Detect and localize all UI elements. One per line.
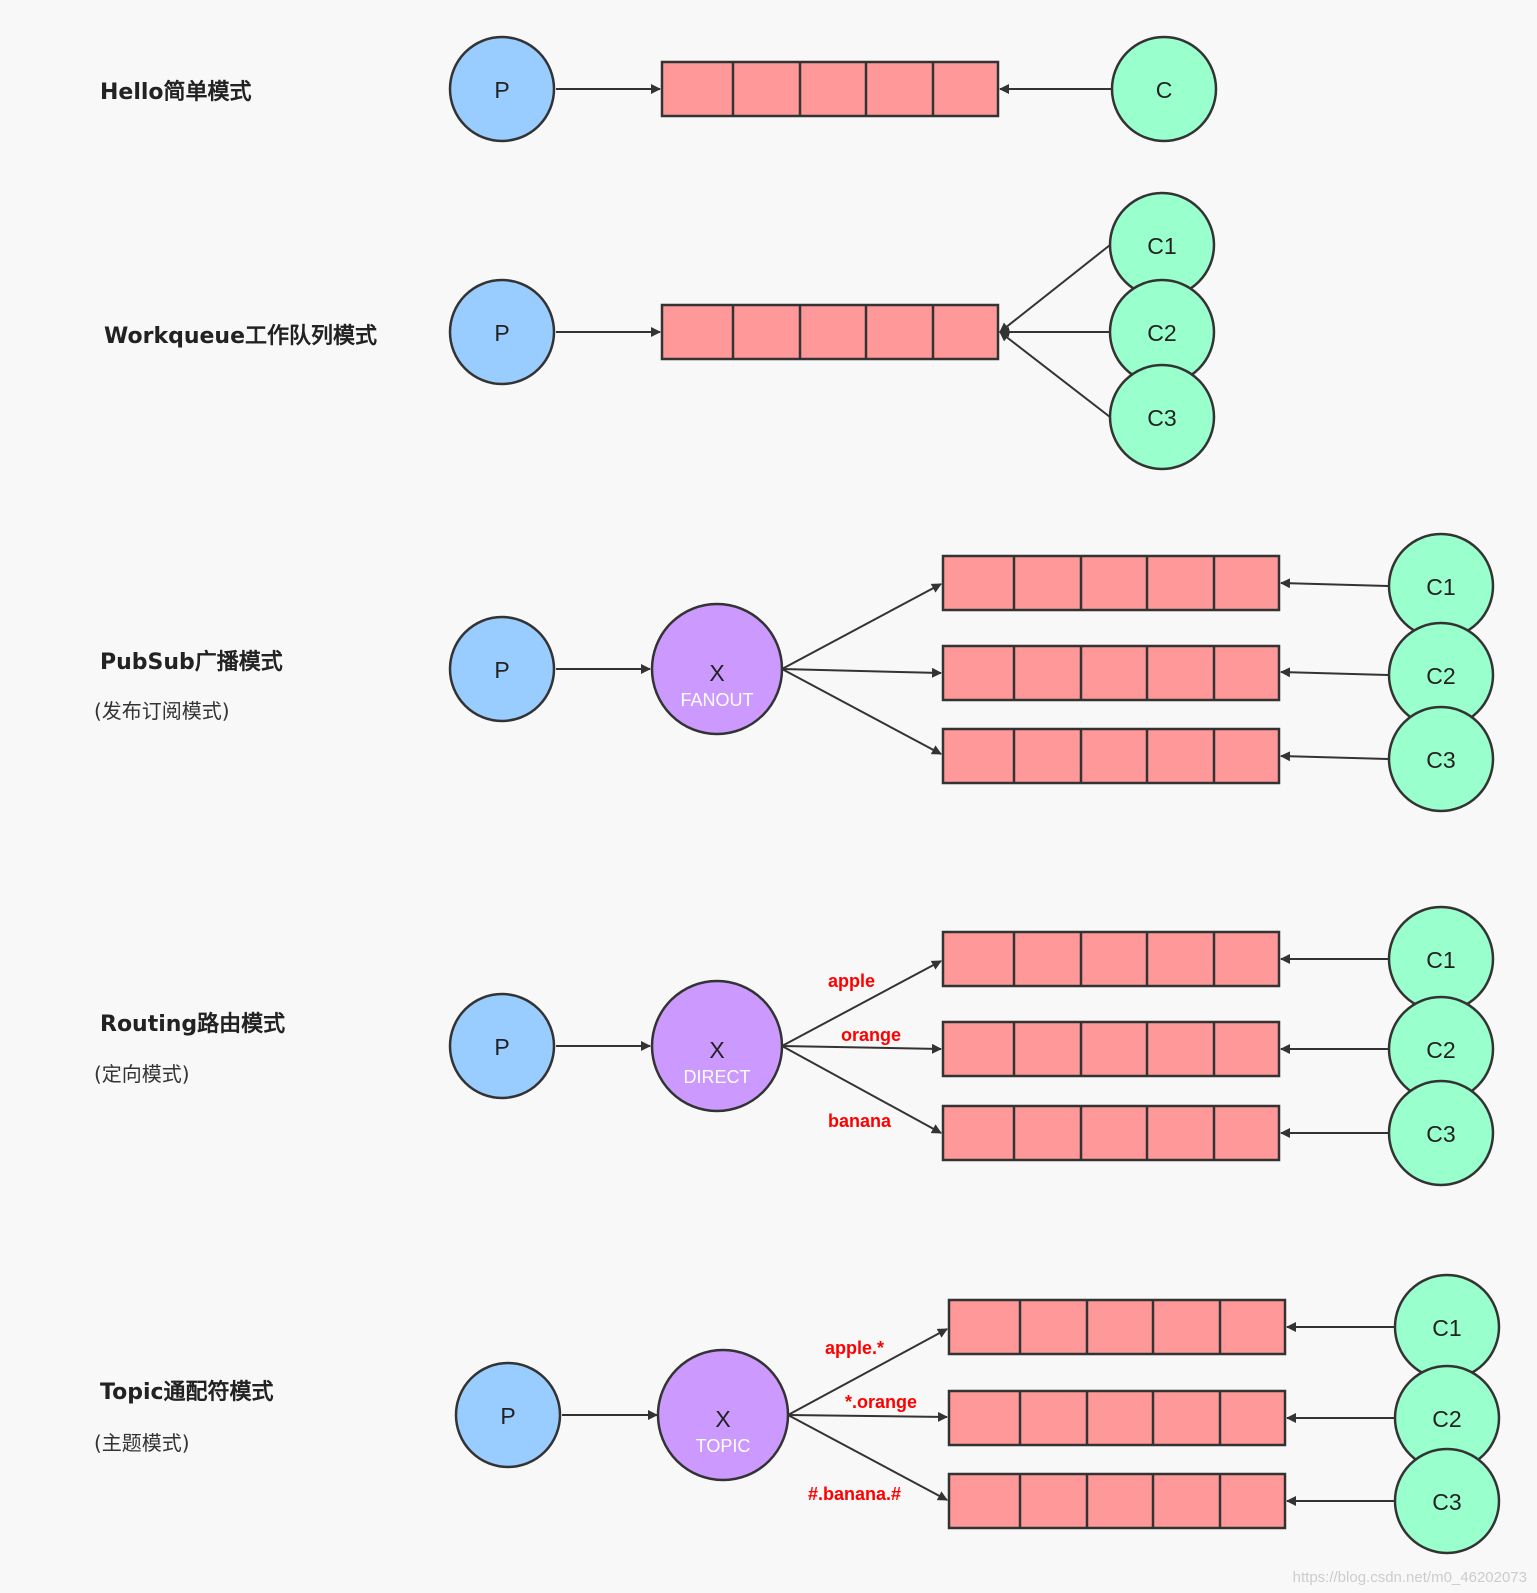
section-title: Workqueue工作队列模式: [104, 324, 377, 349]
producer-node: P: [454, 1361, 562, 1469]
consumer-3-to-queue-arrow: [999, 331, 1111, 418]
consumer-label: C1: [1426, 947, 1455, 973]
producer-node: P: [448, 992, 556, 1100]
queue-3: [941, 727, 1281, 785]
routing-key-3: #.banana.#: [808, 1484, 901, 1504]
producer-node: P: [448, 35, 556, 143]
consumer-node-c3: C3: [1387, 705, 1495, 813]
section-subtitle: (定向模式): [94, 1062, 190, 1086]
queue-2: [941, 644, 1281, 702]
section-pubsub: PubSub广播模式 (发布订阅模式): [94, 532, 1495, 813]
consumer-node: C: [1110, 35, 1218, 143]
binding-arrow-3: [781, 1045, 942, 1134]
consumer-label: C2: [1426, 1037, 1455, 1063]
producer-node: P: [448, 278, 556, 386]
consumer-node-c3: C3: [1393, 1447, 1501, 1555]
consumer-1-to-queue-arrow: [999, 244, 1111, 333]
exchange-node: X TOPIC: [656, 1348, 790, 1482]
consumer-label: C3: [1147, 405, 1176, 431]
queue-2: [947, 1389, 1287, 1447]
exchange-label: X: [715, 1406, 730, 1432]
section-title: PubSub广播模式: [100, 649, 283, 675]
consumer-node-c2: C2: [1108, 278, 1216, 386]
section-title: Hello简单模式: [100, 79, 252, 105]
queue: [660, 303, 1000, 361]
exchange-type: FANOUT: [680, 690, 753, 710]
section-subtitle: (发布订阅模式): [94, 699, 230, 723]
queue-1: [941, 930, 1281, 988]
exchange-label: X: [709, 660, 724, 686]
routing-key-2: *.orange: [845, 1392, 917, 1412]
consumer-node-c1: C1: [1108, 191, 1216, 299]
exchange-label: X: [709, 1037, 724, 1063]
binding-arrow-3: [781, 668, 942, 755]
consumer-label: C1: [1147, 233, 1176, 259]
producer-label: P: [500, 1403, 515, 1429]
binding-arrow-2: [781, 1043, 942, 1054]
binding-arrow-1: [781, 583, 942, 670]
consumer-label: C2: [1426, 663, 1455, 689]
consumer-label: C3: [1432, 1489, 1461, 1515]
consumer-label: C3: [1426, 1121, 1455, 1147]
producer-node: P: [448, 615, 556, 723]
watermark: https://blog.csdn.net/m0_46202073: [1293, 1569, 1527, 1586]
consumer-label: C2: [1432, 1406, 1461, 1432]
exchange-type: TOPIC: [696, 1436, 751, 1456]
consumer-label: C3: [1426, 747, 1455, 773]
consumer-node-c1: C1: [1387, 905, 1495, 1013]
routing-key-2: orange: [841, 1025, 901, 1045]
consumer-label: C: [1156, 77, 1173, 103]
section-topic: Topic通配符模式 (主题模式) apple.* *.orange #.ban…: [94, 1273, 1501, 1555]
consumer-node-c2: C2: [1393, 1364, 1501, 1472]
consumer-node-c3: C3: [1108, 363, 1216, 471]
consumer-node-c1: C1: [1387, 532, 1495, 640]
consumer-3-arrow: [1280, 751, 1389, 762]
section-title: Topic通配符模式: [100, 1379, 274, 1405]
producer-label: P: [494, 657, 509, 683]
consumer-node-c1: C1: [1393, 1273, 1501, 1381]
consumer-1-arrow: [1280, 578, 1389, 589]
exchange-node: X DIRECT: [650, 979, 784, 1113]
queue-2: [941, 1020, 1281, 1078]
producer-label: P: [494, 320, 509, 346]
consumer-label: C1: [1426, 574, 1455, 600]
consumer-label: C1: [1432, 1315, 1461, 1341]
queue-1: [947, 1298, 1287, 1356]
section-routing: Routing路由模式 (定向模式) apple orange banana: [94, 905, 1495, 1187]
section-title: Routing路由模式: [100, 1011, 285, 1037]
section-workqueue: Workqueue工作队列模式 P C1 C2 C3: [104, 191, 1216, 471]
binding-arrow-2: [781, 667, 942, 678]
producer-label: P: [494, 1034, 509, 1060]
routing-key-3: banana: [828, 1111, 892, 1131]
producer-label: P: [494, 77, 509, 103]
section-subtitle: (主题模式): [94, 1431, 190, 1455]
exchange-node: X FANOUT: [650, 602, 784, 736]
section-hello: Hello简单模式 P C: [100, 35, 1218, 143]
queue-1: [941, 554, 1281, 612]
queue-3: [947, 1472, 1287, 1530]
binding-arrow-2: [787, 1411, 948, 1422]
exchange-type: DIRECT: [684, 1067, 751, 1087]
consumer-node-c2: C2: [1387, 995, 1495, 1103]
routing-key-1: apple: [828, 971, 875, 991]
queue: [660, 60, 1000, 118]
consumer-node-c3: C3: [1387, 1079, 1495, 1187]
binding-arrow-1: [787, 1328, 948, 1416]
queue-3: [941, 1104, 1281, 1162]
routing-key-1: apple.*: [825, 1338, 884, 1358]
consumer-label: C2: [1147, 320, 1176, 346]
binding-arrow-1: [781, 960, 942, 1047]
binding-arrow-3: [787, 1414, 948, 1501]
consumer-2-arrow: [1280, 667, 1389, 678]
